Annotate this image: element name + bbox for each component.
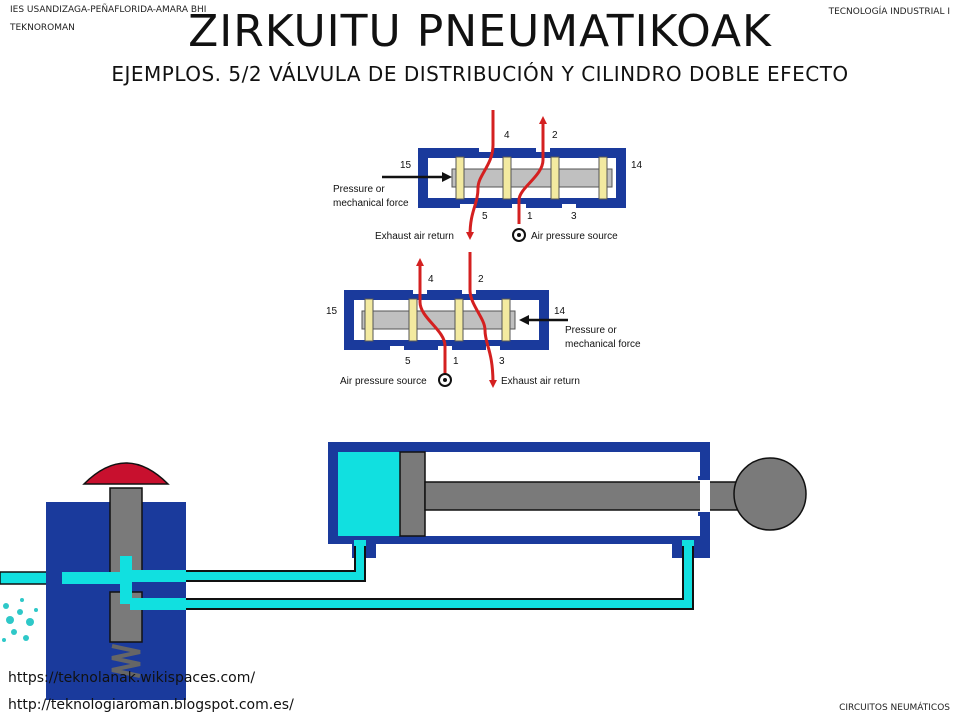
air-path [517, 116, 547, 224]
port-1-label: 1 [453, 356, 459, 367]
piston [399, 451, 426, 537]
spool-land [550, 156, 560, 200]
valve-bottom: 4 2 15 14 5 1 3 Pressure or mechanical f… [326, 252, 641, 388]
return-spring [111, 644, 141, 678]
port-1-label: 1 [527, 211, 533, 222]
spool-land [408, 298, 418, 342]
exhaust-label: Exhaust air return [501, 376, 580, 387]
port-2-label: 2 [478, 274, 484, 285]
page-title: ZIRKUITU PNEUMATIKOAK [188, 6, 772, 57]
source-label: Air pressure source [340, 376, 427, 387]
port-14-label: 14 [631, 160, 643, 171]
spool-land [454, 298, 464, 342]
port-4-label: 4 [428, 274, 434, 285]
subject-label: TECNOLOGÍA INDUSTRIAL I [828, 7, 950, 17]
push-button-cap[interactable] [82, 462, 170, 485]
teknoroman-label: TEKNOROMAN [10, 23, 75, 33]
push-button-valve [0, 462, 196, 700]
page-subtitle: EJEMPLOS. 5/2 VÁLVULA DE DISTRIBUCIÓN Y … [111, 62, 849, 86]
exhaust-label: Exhaust air return [375, 231, 454, 242]
air-path [468, 252, 497, 388]
force-label-line1: Pressure or [565, 325, 617, 336]
footer-url-2[interactable]: http://teknologiaroman.blogspot.com.es/ [8, 697, 294, 713]
force-label-line2: mechanical force [333, 198, 409, 209]
port-4-label: 4 [504, 130, 510, 141]
piston-rod [424, 481, 766, 511]
spool-land [502, 156, 512, 200]
spool-land [455, 156, 465, 200]
port-14-label: 14 [554, 306, 566, 317]
force-label-line1: Pressure or [333, 184, 385, 195]
rod-end-ball [733, 457, 807, 531]
footer-url-1[interactable]: https://teknolanak.wikispaces.com/ [8, 670, 256, 686]
footer-section: CIRCUITOS NEUMÁTICOS [839, 703, 950, 713]
port-5-label: 5 [482, 211, 488, 222]
valve-top: 4 2 15 14 5 1 3 Pressure or mechanical f… [333, 110, 643, 242]
valve-bottom-spool [361, 310, 516, 330]
cylinder-air-chamber [338, 452, 400, 536]
air-path [416, 258, 447, 376]
port-2-label: 2 [552, 130, 558, 141]
school-name: IES USANDIZAGA-PEÑAFLORIDA-AMARA BHI [10, 5, 207, 15]
air-path [466, 110, 495, 240]
spool-land [501, 298, 511, 342]
spool-land [598, 156, 608, 200]
force-label-line2: mechanical force [565, 339, 641, 350]
spool-land [364, 298, 374, 342]
port-5-label: 5 [405, 356, 411, 367]
valve-top-spool [451, 168, 613, 188]
source-label: Air pressure source [531, 231, 618, 242]
exhaust-burst [2, 598, 38, 642]
port-15-label: 15 [326, 306, 338, 317]
port-15-label: 15 [400, 160, 412, 171]
port-3-label: 3 [571, 211, 577, 222]
port-3-label: 3 [499, 356, 505, 367]
cylinder [60, 442, 807, 610]
